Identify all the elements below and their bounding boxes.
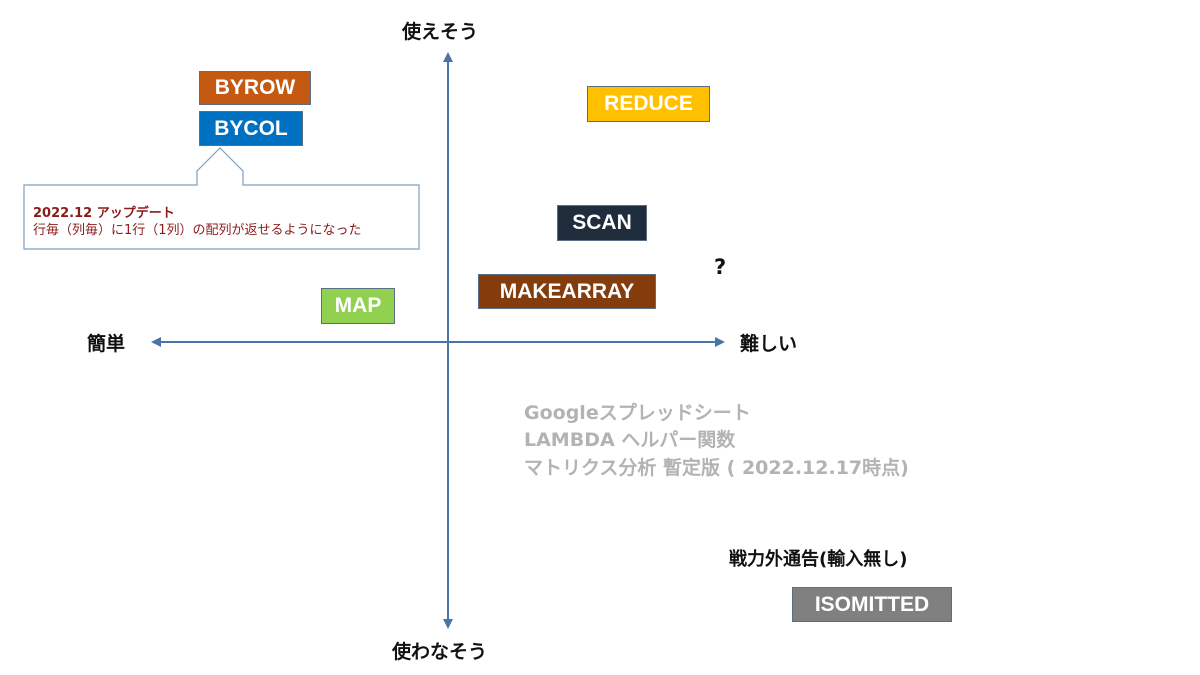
function-box-makearray[interactable]: MAKEARRAY: [478, 274, 656, 309]
function-label-map: MAP: [334, 294, 382, 317]
function-label-scan: SCAN: [572, 211, 632, 234]
function-box-map[interactable]: MAP: [321, 288, 395, 324]
function-label-makearray: MAKEARRAY: [499, 279, 635, 303]
function-label-bycol: BYCOL: [214, 116, 288, 140]
function-label-byrow: BYROW: [214, 76, 296, 99]
function-box-bycol[interactable]: BYCOL: [199, 111, 303, 146]
note-line-2: LAMBDA ヘルパー関数: [524, 429, 736, 451]
function-box-reduce[interactable]: REDUCE: [587, 86, 710, 122]
note-line-1: Googleスプレッドシート: [524, 402, 751, 424]
function-box-isomitted[interactable]: ISOMITTED: [792, 587, 952, 622]
function-label-reduce: REDUCE: [604, 92, 693, 115]
out-of-power-label: 戦力外通告(輸入無し): [729, 549, 908, 570]
function-label-isomitted: ISOMITTED: [814, 592, 930, 616]
question-mark: ?: [714, 255, 727, 279]
note-line-3: マトリクス分析 暫定版 ( 2022.12.17時点): [524, 457, 909, 479]
axis-label-left: 簡単: [87, 333, 126, 355]
function-box-scan[interactable]: SCAN: [557, 205, 647, 241]
axis-label-bottom: 使わなそう: [392, 641, 488, 663]
function-box-byrow[interactable]: BYROW: [199, 71, 311, 105]
callout-title: 2022.12 アップデート: [33, 206, 175, 221]
callout-body: 行毎（列毎）に1行（1列）の配列が返せるようになった: [33, 223, 362, 238]
axis-label-right: 難しい: [740, 333, 798, 355]
axis-label-top: 使えそう: [402, 21, 479, 43]
